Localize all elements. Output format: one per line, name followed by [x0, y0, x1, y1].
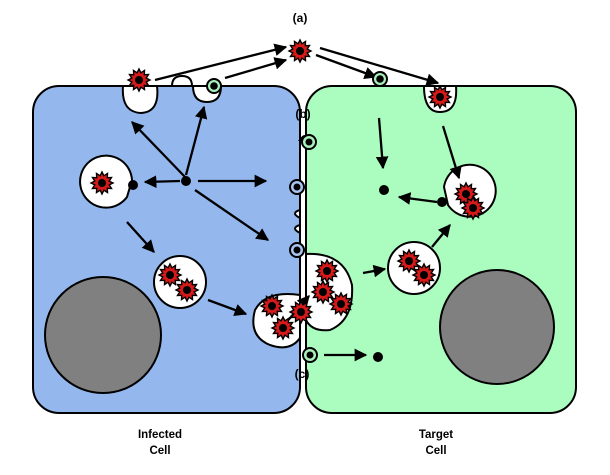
black-particle	[305, 138, 313, 146]
infected-cell-label-line2: Cell	[149, 445, 170, 457]
virion-icon	[157, 262, 183, 288]
virion-core	[337, 300, 345, 308]
virion-core	[319, 288, 327, 296]
target-cell-label-line2: Cell	[425, 445, 446, 457]
arrow	[441, 125, 462, 180]
virion-icon	[427, 84, 453, 110]
free-particle	[181, 176, 191, 186]
target-cell-nucleus	[439, 269, 555, 385]
black-particle	[376, 75, 384, 83]
arrow	[131, 121, 187, 179]
virion-core	[98, 179, 106, 187]
vesicle-particle	[437, 197, 447, 207]
virion-core	[462, 190, 470, 198]
arrow	[224, 57, 288, 80]
black-particle	[306, 351, 314, 359]
virion-core	[405, 257, 413, 265]
membrane-bump	[170, 74, 194, 87]
arrow	[207, 298, 248, 316]
virion-core	[268, 302, 276, 310]
virion-icon	[310, 279, 336, 305]
arrow	[315, 53, 378, 80]
virion-icon	[89, 170, 115, 196]
budding-pocket	[121, 85, 159, 115]
virion-core	[183, 286, 191, 294]
virion-icon	[126, 67, 152, 93]
virion-icon	[460, 195, 486, 221]
virion-icon	[288, 299, 314, 325]
black-particle	[210, 82, 218, 90]
virion-icon	[287, 38, 313, 64]
arrow	[126, 221, 155, 253]
arrow	[194, 189, 270, 241]
virion-icon	[328, 291, 354, 317]
arrow	[319, 46, 440, 86]
target-cell-label-line1: Target	[419, 429, 453, 441]
virion-core	[135, 76, 143, 84]
arrow	[184, 105, 208, 176]
arrow	[397, 192, 438, 205]
label-b: (b)	[295, 107, 310, 121]
arrow	[154, 43, 288, 82]
virion-core	[166, 271, 174, 279]
virion-icon	[411, 262, 437, 288]
arrow	[375, 117, 389, 170]
free-particle	[379, 185, 389, 195]
label-a: (a)	[293, 11, 308, 25]
virion-core	[279, 324, 287, 332]
free-particle	[373, 352, 383, 362]
arrow	[431, 224, 451, 248]
virion-core	[297, 308, 305, 316]
virion-icon	[314, 258, 340, 284]
virion-icon	[259, 293, 285, 319]
arrow	[143, 175, 181, 188]
virion-icon	[174, 277, 200, 303]
boundary-bump	[294, 208, 301, 220]
virion-core	[296, 47, 304, 55]
infected-cell-label-line1: Infected	[138, 429, 182, 441]
black-particle	[293, 246, 301, 254]
arrow	[362, 264, 387, 278]
virion-core	[469, 204, 477, 212]
endosome-two-virions	[153, 255, 207, 309]
virion-core	[420, 271, 428, 279]
virion-icon	[270, 315, 296, 341]
boundary-bump	[294, 223, 301, 235]
virion-core	[436, 93, 444, 101]
label-c: (c)	[295, 367, 310, 381]
infected-cell-nucleus	[44, 276, 162, 394]
black-particle	[293, 183, 301, 191]
virion-core	[323, 267, 331, 275]
vesicle-particle	[128, 180, 138, 190]
